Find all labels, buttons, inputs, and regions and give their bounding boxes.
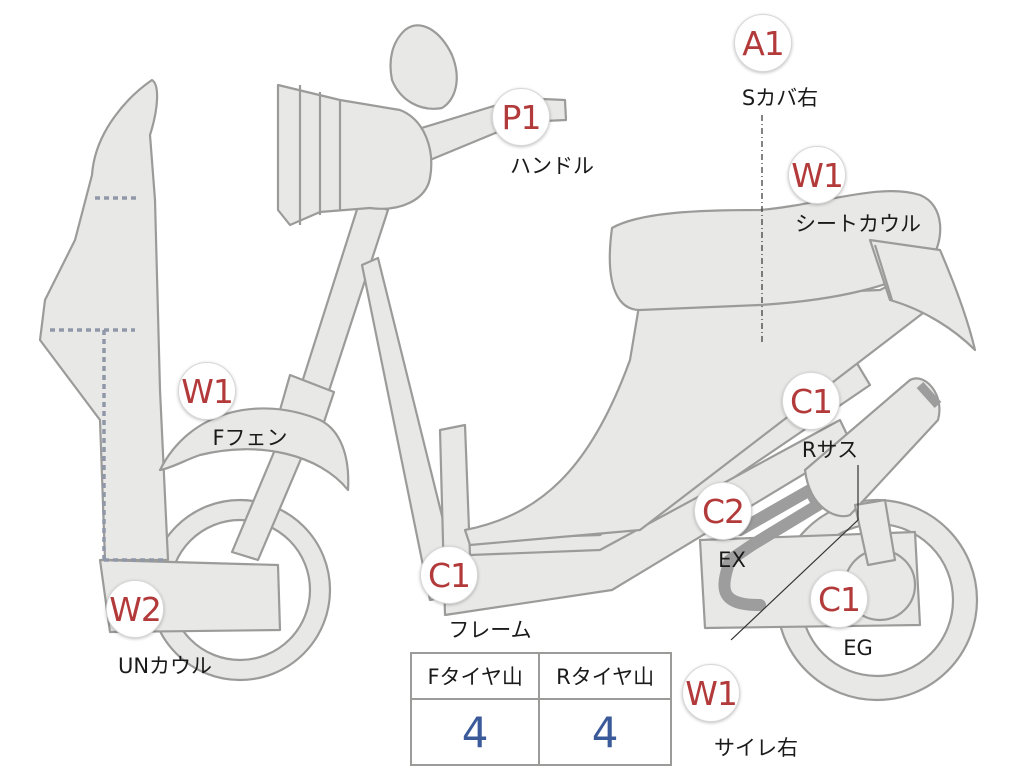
shock-absorber [853,498,897,567]
marker-code-w1-seat: W1 [788,146,846,204]
front-fork [230,198,390,562]
marker-code-c1-frame: C1 [420,546,478,604]
marker-code-w1-muffler: W1 [682,664,740,722]
frame-lower [438,418,854,617]
marker-label-s-cover-right: Sカバ右 [741,86,819,110]
exhaust-pipe [718,481,826,611]
marker-label-rear-suspension: Rサス [801,438,859,462]
front-tread-value: 4 [409,698,541,766]
marker-label-seat-cowl: シートカウル [795,212,921,236]
seat-cowl-tail [868,238,977,352]
marker-label-handle: ハンドル [510,154,594,178]
tread-value-row: 4 4 [409,698,672,766]
marker-label-front-fender: Fフェン [212,426,288,450]
tire-tread-table: Fタイヤ山 Rタイヤ山 4 4 [409,652,672,766]
rear-suspension-box [803,377,941,518]
marker-label-exhaust: EX [718,548,746,572]
marker-label-frame: フレーム [448,618,532,642]
marker-label-engine: EG [843,636,873,660]
marker-label-under-cowl: UNカウル [117,654,213,678]
marker-code-c1-engine: C1 [810,570,868,628]
marker-code-p1: P1 [492,88,550,146]
front-tread-header: Fタイヤ山 [409,652,541,700]
tread-header-row: Fタイヤ山 Rタイヤ山 [409,652,672,700]
marker-code-c1-suspension: C1 [782,372,840,430]
marker-code-a1: A1 [734,14,792,72]
head-cowl [276,83,433,227]
marker-code-c2-exhaust: C2 [694,482,752,540]
marker-label-muffler-right: サイレ右 [714,736,798,760]
marker-code-w2-under-cowl: W2 [106,580,164,638]
rear-tread-value: 4 [538,698,672,766]
windscreen [389,24,458,110]
front-fender [158,407,350,492]
seat [608,189,942,312]
marker-code-w1-fender: W1 [178,362,236,420]
rear-tread-header: Rタイヤ山 [538,652,672,700]
